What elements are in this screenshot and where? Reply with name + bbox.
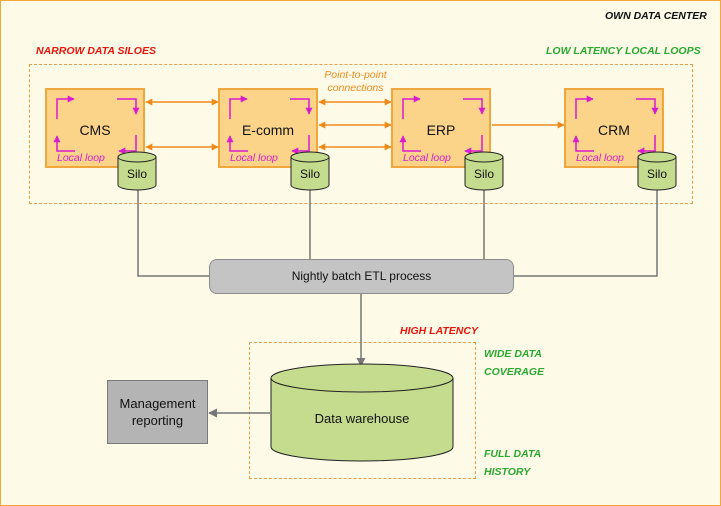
- local-loop-label: Local loop: [576, 152, 624, 164]
- wide-coverage-line1: WIDE DATA: [484, 348, 542, 360]
- system-name: ERP: [426, 122, 456, 138]
- etl-process[interactable]: Nightly batch ETL process: [209, 259, 514, 294]
- mgmt-line1: Management: [119, 396, 196, 411]
- silo-label: Silo: [127, 167, 147, 181]
- wide-coverage-label: WIDE DATA COVERAGE: [484, 345, 544, 381]
- silo-label: Silo: [300, 167, 320, 181]
- connector-cms: [137, 190, 209, 277]
- system-name: E-comm: [241, 122, 295, 138]
- p2p-label-line1: Point-to-point: [324, 69, 387, 81]
- local-loops: [53, 95, 659, 155]
- point-to-point-arrows: [145, 98, 565, 151]
- system-name: CRM: [598, 122, 630, 138]
- silo-cms[interactable]: Silo: [117, 151, 157, 191]
- silo-crm[interactable]: Silo: [637, 151, 677, 191]
- system-name: CMS: [79, 122, 111, 138]
- data-center-title: OWN DATA CENTER: [605, 10, 707, 22]
- mgmt-line2: reporting: [131, 413, 184, 428]
- silo-label: Silo: [474, 167, 494, 181]
- systems-area: [29, 64, 693, 204]
- warehouse-area: [249, 342, 476, 479]
- silo-etl-connectors: [137, 190, 658, 277]
- p2p-label: Point-to-point connections: [318, 69, 393, 95]
- wide-coverage-line2: COVERAGE: [484, 366, 545, 378]
- data-warehouse-cylinder[interactable]: Data warehouse: [270, 363, 454, 462]
- full-history-label: FULL DATA HISTORY: [484, 445, 541, 481]
- local-loop-icon-ecomm: [226, 95, 313, 155]
- connector-crm: [514, 190, 658, 277]
- local-loop-icon-crm: [572, 95, 659, 155]
- silo-erp[interactable]: Silo: [464, 151, 504, 191]
- full-history-line1: FULL DATA: [484, 448, 542, 460]
- local-loop-label: Local loop: [57, 152, 105, 164]
- local-loop-icon-erp: [399, 95, 486, 155]
- local-loop-label: Local loop: [230, 152, 278, 164]
- narrow-siloes-label: NARROW DATA SILOES: [36, 45, 156, 57]
- local-loop-icon-cms: [53, 95, 140, 155]
- local-loop-label: Local loop: [403, 152, 451, 164]
- low-latency-label: LOW LATENCY LOCAL LOOPS: [546, 45, 701, 57]
- management-reporting-box[interactable]: Management reporting: [107, 380, 208, 444]
- silo-label: Silo: [647, 167, 667, 181]
- silo-ecomm[interactable]: Silo: [290, 151, 330, 191]
- warehouse-label: Data warehouse: [315, 411, 410, 426]
- high-latency-label: HIGH LATENCY: [400, 325, 478, 337]
- p2p-label-line2: connections: [327, 82, 384, 94]
- full-history-line2: HISTORY: [484, 466, 531, 478]
